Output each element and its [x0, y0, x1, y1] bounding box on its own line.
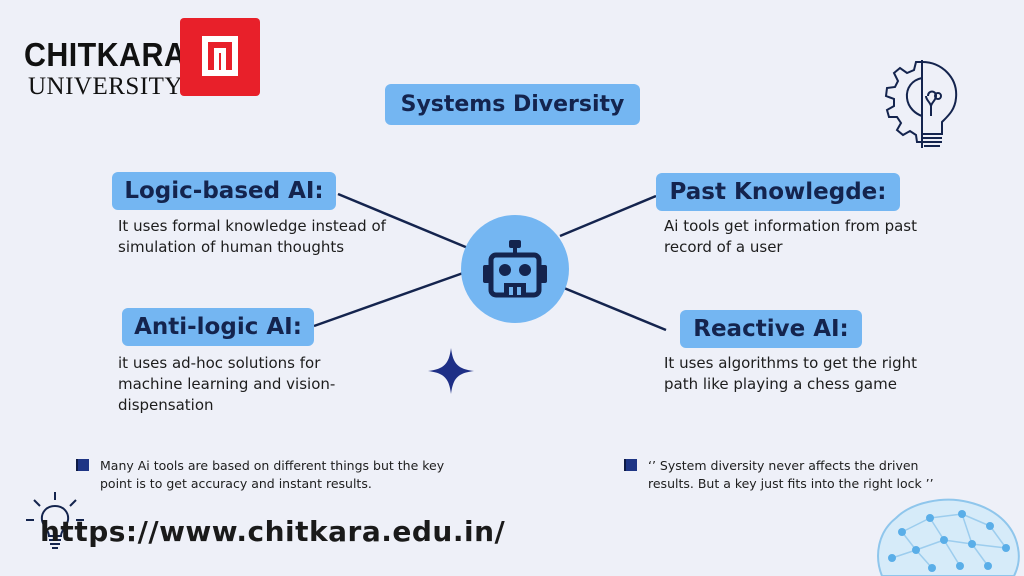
note-bullet-icon [624, 459, 637, 471]
heading-anti-logic-ai: Anti-logic AI: [122, 308, 314, 346]
connector-line [563, 286, 667, 332]
desc-anti-logic-ai: it uses ad-hoc solutions for machine lea… [118, 354, 336, 414]
heading-past-knowledge: Past Knowlegde: [656, 173, 900, 211]
desc-logic-based-ai: It uses formal knowledge instead of simu… [118, 217, 386, 256]
brain-network-icon [877, 498, 1020, 576]
logo-subtitle: UNIVERSITY [28, 73, 183, 100]
note-right: ‘’ System diversity never affects the dr… [648, 458, 934, 491]
logo-name: CHITKARA [24, 36, 187, 73]
logo-mark-icon [180, 18, 260, 96]
note-left: Many Ai tools are based on different thi… [100, 458, 445, 491]
desc-reactive-ai: It uses algorithms to get the right path… [664, 354, 918, 393]
heading-reactive-ai: Reactive AI: [680, 310, 862, 348]
connector-line [313, 270, 467, 328]
lightbulb-icon [26, 492, 84, 549]
desc-past-knowledge: Ai tools get information from past recor… [664, 217, 918, 256]
connector-line [559, 194, 657, 238]
robot-icon [461, 215, 569, 323]
note-bullet-icon [76, 459, 89, 471]
sparkle-icon [428, 348, 474, 394]
connector-line [337, 192, 469, 250]
heading-logic-based-ai: Logic-based AI: [112, 172, 336, 210]
slide-title: Systems Diversity [385, 84, 640, 125]
website-url[interactable]: https://www.chitkara.edu.in/ [40, 515, 506, 548]
gear-bulb-icon [884, 60, 958, 148]
